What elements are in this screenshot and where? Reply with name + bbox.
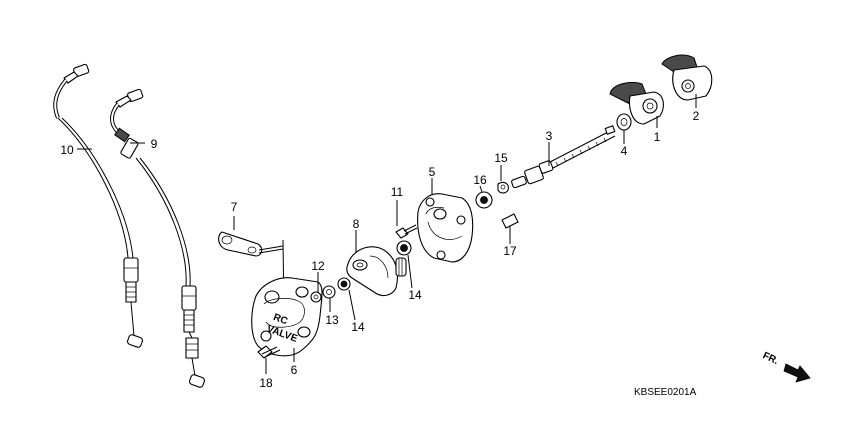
bolt-11 bbox=[395, 224, 418, 239]
callout-1: 1 bbox=[654, 130, 661, 144]
washer-13 bbox=[322, 285, 336, 299]
cable-10 bbox=[53, 63, 143, 348]
svg-text:RC: RC bbox=[272, 312, 289, 327]
callout-8: 8 bbox=[353, 217, 360, 231]
direction-label: FR. bbox=[761, 350, 780, 367]
front-direction-arrow: FR. bbox=[761, 350, 811, 383]
callout-17: 17 bbox=[503, 244, 517, 258]
rc-valve-cover-6: RC VALVE bbox=[251, 277, 323, 357]
nut-12 bbox=[310, 291, 322, 303]
callout-7: 7 bbox=[231, 200, 238, 214]
callout-11: 11 bbox=[391, 185, 404, 199]
callout-3: 3 bbox=[546, 129, 553, 143]
bolt-18 bbox=[257, 345, 281, 359]
oil-seal-14b bbox=[396, 240, 412, 256]
valve-housing-5 bbox=[417, 193, 474, 263]
leader-lines bbox=[77, 94, 697, 374]
shaft-3 bbox=[511, 125, 616, 189]
callout-6: 6 bbox=[291, 363, 298, 377]
valve-drum-8 bbox=[346, 246, 407, 297]
clip-15 bbox=[497, 181, 509, 194]
diagram-code: KBSEE0201A bbox=[634, 387, 697, 398]
callout-5: 5 bbox=[429, 165, 436, 179]
callout-14-right: 14 bbox=[408, 288, 422, 302]
callout-15: 15 bbox=[494, 151, 508, 165]
oil-seal-14a bbox=[337, 277, 351, 291]
callout-10: 10 bbox=[60, 143, 74, 157]
arrow-icon bbox=[783, 363, 811, 383]
callout-14-left: 14 bbox=[351, 320, 365, 334]
cable-9 bbox=[110, 88, 205, 388]
pulley-1 bbox=[609, 81, 664, 125]
callout-18: 18 bbox=[259, 376, 273, 390]
callout-16: 16 bbox=[473, 173, 487, 187]
pin-17 bbox=[501, 213, 519, 229]
callout-12: 12 bbox=[311, 259, 325, 273]
bearing-16 bbox=[475, 191, 493, 209]
pulley-cover-2 bbox=[661, 54, 713, 101]
callout-13: 13 bbox=[325, 313, 339, 327]
callout-numbers: 1 2 3 4 5 6 7 8 9 10 11 12 13 14 14 15 1… bbox=[60, 109, 699, 390]
callout-4: 4 bbox=[621, 144, 628, 158]
callout-9: 9 bbox=[151, 137, 158, 151]
callout-2: 2 bbox=[693, 109, 700, 123]
collar-4 bbox=[616, 113, 632, 131]
